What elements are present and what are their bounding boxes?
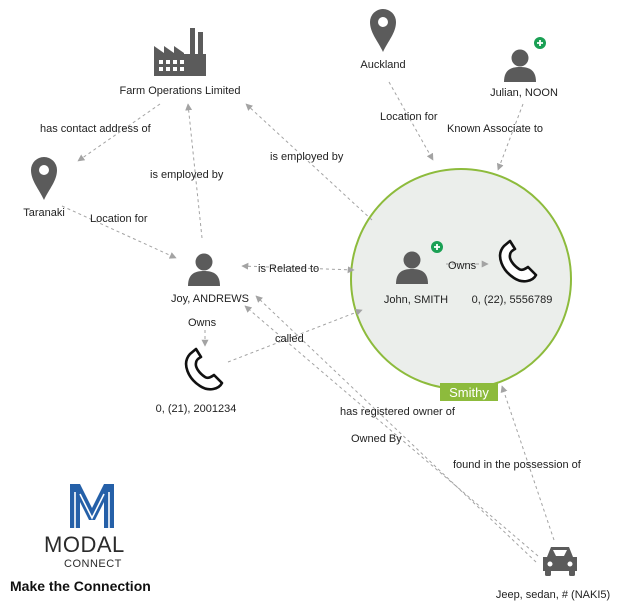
edge-has-contact-address[interactable] [77,103,161,162]
node-taranaki[interactable]: Taranaki [23,157,65,219]
map-pin-icon [370,9,396,52]
car-icon [543,547,577,576]
edge-label-is-related-to: is Related to [258,263,319,275]
edge-label-found-in-possession: found in the possession of [453,459,582,471]
modal-connect-logo: MODAL CONNECT Make the Connection [8,472,183,600]
node-farm-operations[interactable]: Farm Operations Limited [119,28,241,97]
node-phone-joy[interactable]: 0, (21), 2001234 [156,347,237,415]
edge-label-known-associate: Known Associate to [447,123,543,135]
node-label-julian-noon: Julian, NOON [490,87,558,99]
edge-label-owned-by: Owned By [351,433,402,445]
group-label-smithy[interactable]: Smithy [440,383,498,401]
edge-label-location-for-auckland: Location for [380,111,438,123]
edge-location-for-auckland[interactable] [388,81,434,161]
edge-is-related-to[interactable] [241,262,355,274]
edge-label-owns-joy: Owns [188,317,217,329]
edge-label-owns-john: Owns [448,260,477,272]
person-icon [504,49,536,82]
edge-label-location-for-taranaki: Location for [90,213,148,225]
edge-john-employed-by-farm[interactable] [245,103,373,221]
node-jeep[interactable]: Jeep, sedan, # (NAKI5) [496,547,610,601]
smithy-group-circle[interactable] [350,168,572,390]
plus-badge-icon [430,240,444,254]
node-auckland[interactable]: Auckland [360,9,406,71]
group-label-text: Smithy [449,385,489,400]
node-label-auckland: Auckland [360,59,405,71]
edge-label-called: called [275,333,304,345]
node-joy-andrews[interactable]: Joy, ANDREWS [171,253,249,306]
node-label-taranaki: Taranaki [23,207,65,219]
node-label-phone-john: 0, (22), 5556789 [472,294,553,306]
person-icon [188,253,220,286]
edge-label-has-contact-address: has contact address of [40,123,152,135]
node-label-joy-andrews: Joy, ANDREWS [171,293,249,305]
node-label-phone-joy: 0, (21), 2001234 [156,403,237,415]
node-phone-john[interactable]: 0, (22), 5556789 [472,239,553,306]
node-label-farm-operations: Farm Operations Limited [119,85,240,97]
brand-tagline: Make the Connection [10,578,151,594]
brand-name: MODAL [44,532,125,557]
edge-owned-by[interactable] [255,295,537,563]
edge-label-john-employed-by: is employed by [270,151,344,163]
edge-label-has-registered-owner: has registered owner of [340,406,456,418]
edge-label-joy-employed-by: is employed by [150,169,224,181]
factory-icon [154,28,206,76]
brand-sub: CONNECT [64,558,122,570]
edge-has-registered-owner[interactable] [244,305,539,557]
phone-icon [184,347,224,391]
edge-location-for-taranaki[interactable] [61,205,177,259]
modal-logo-mark [70,484,114,528]
node-julian-noon[interactable]: Julian, NOON [490,36,558,99]
plus-badge-icon [533,36,547,50]
node-label-john-smith: John, SMITH [384,294,448,306]
edge-known-associate[interactable] [496,103,524,171]
edge-joy-employed-by-farm[interactable] [185,103,203,239]
node-john-smith[interactable]: John, SMITH [384,240,448,306]
node-label-jeep: Jeep, sedan, # (NAKI5) [496,589,610,601]
map-pin-icon [31,157,57,200]
